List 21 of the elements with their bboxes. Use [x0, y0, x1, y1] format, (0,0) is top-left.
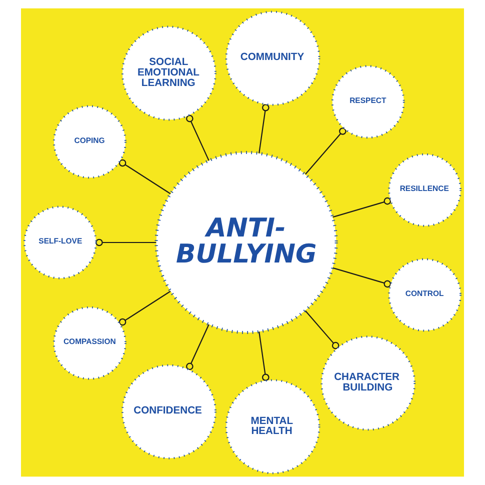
connector: [186, 114, 210, 161]
node-circle: MENTAL HEALTH: [225, 379, 320, 474]
connector: [304, 128, 346, 175]
node-circle: SOCIAL EMOTIONAL LEARNING: [122, 26, 216, 121]
node-circle: CONTROL: [388, 258, 462, 332]
node-circle: ANTI-BULLYING: [154, 150, 338, 334]
node-circle: COMMUNITY: [225, 10, 320, 106]
connector: [304, 310, 340, 350]
node-circle: RESPECT: [331, 65, 405, 139]
connector: [332, 267, 392, 288]
connector: [186, 324, 210, 370]
node-circle: CHARACTER BUILDING: [320, 336, 416, 431]
node-circle: RESILLENCE: [388, 153, 462, 227]
connector: [118, 159, 171, 194]
node-circle: CONFIDENCE: [122, 364, 216, 460]
node-circle: SELF-LOVE: [24, 206, 97, 280]
connector: [258, 332, 270, 382]
connector: [332, 197, 392, 218]
connector: [118, 290, 171, 326]
connector: [258, 104, 270, 154]
connector: [96, 238, 156, 246]
